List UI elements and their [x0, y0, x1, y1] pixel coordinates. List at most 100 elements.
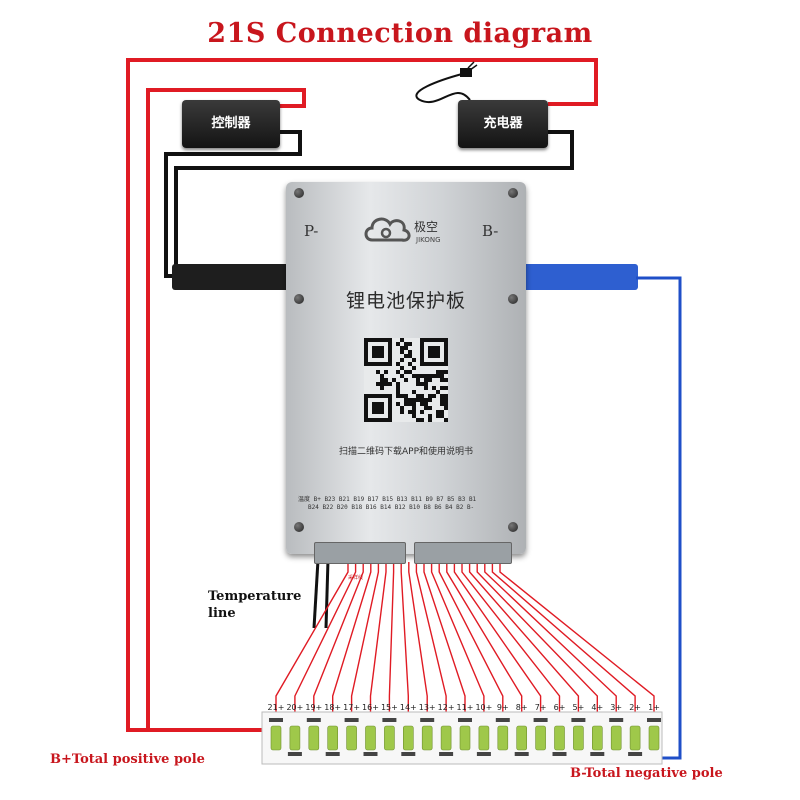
battery-cell: [478, 725, 490, 751]
p-minus-label: P-: [304, 222, 319, 240]
balance-connector-right: [414, 542, 512, 564]
busbar: [552, 752, 567, 756]
cell-label: 17+: [343, 703, 361, 712]
busbar: [401, 752, 416, 756]
cell-label: 19+: [305, 703, 323, 712]
battery-cell: [365, 725, 376, 751]
battery-cell: [384, 725, 395, 751]
sampling-wire: [415, 562, 447, 718]
busbar: [344, 718, 359, 722]
sampling-wire: [438, 562, 504, 718]
cell-label: 21+: [267, 703, 285, 712]
outer-red-wire: [126, 58, 598, 732]
cell-label: 11+: [456, 703, 474, 712]
busbar: [287, 752, 302, 756]
charger-plug: [460, 68, 472, 77]
temperature-line-label: Temperature line: [208, 589, 302, 621]
charger-label: 充电器: [483, 116, 523, 131]
busbar: [609, 718, 624, 722]
busbar: [590, 752, 605, 756]
battery-cell: [516, 725, 528, 751]
sampling-wire: [294, 562, 357, 718]
charger-black-wire: [174, 130, 574, 276]
sampling-wire: [388, 562, 395, 718]
battery-cell: [497, 725, 509, 751]
sampling-wire: [468, 562, 580, 718]
qr-code-icon: [364, 338, 448, 422]
busbar: [363, 752, 378, 756]
pin-labels-row-2: B24 B22 B20 B18 B16 B14 B12 B10 B8 B6 B4…: [308, 504, 475, 511]
cell-label: 5+: [572, 703, 585, 712]
busbar: [628, 752, 643, 756]
sample-wires: [275, 562, 655, 718]
busbar: [495, 718, 510, 722]
busbar: [382, 718, 397, 722]
cell-label: 8+: [515, 703, 528, 712]
sampling-wire: [400, 562, 409, 718]
sampling-wire: [369, 562, 387, 718]
sampling-wire: [313, 562, 364, 718]
battery-cell: [402, 725, 414, 751]
busbar: [269, 718, 283, 722]
battery-cell: [610, 725, 622, 751]
battery-cell: [554, 725, 565, 751]
screw-icon: [508, 522, 518, 532]
battery-cells: [269, 718, 661, 756]
cell-labels: 21+20+19+18+17+16+15+14+13+12+11+10+9+8+…: [268, 703, 668, 717]
busbar: [306, 718, 321, 722]
battery-cell: [308, 725, 320, 751]
sampling-wire: [350, 562, 380, 718]
battery-cell: [573, 725, 584, 751]
sampling-wire: [430, 562, 485, 718]
busbar: [533, 718, 548, 722]
cell-label: 4+: [591, 703, 604, 712]
controller-black-wire: [164, 130, 302, 278]
p-minus-cable: [172, 264, 290, 290]
busbar: [647, 718, 661, 722]
battery-cell: [327, 725, 339, 751]
sampling-wire: [423, 562, 466, 718]
negative-pole-label: B-Total negative pole: [570, 766, 723, 781]
busbar: [514, 752, 529, 756]
battery-cell: [629, 725, 641, 751]
busbar: [325, 752, 340, 756]
cell-label: 1+: [648, 703, 660, 712]
screw-icon: [508, 188, 518, 198]
cell-label: 7+: [534, 703, 547, 712]
scan-instruction: 扫描二维码下载APP和使用说明书: [338, 447, 473, 457]
screw-icon: [294, 522, 304, 532]
screw-icon: [294, 294, 304, 304]
pin-labels-row-1: 温度 B+ B23 B21 B19 B17 B15 B13 B11 B9 B7 …: [298, 496, 477, 503]
cell-label: 6+: [553, 703, 566, 712]
sampling-wire: [453, 562, 542, 718]
sampling-wire: [484, 562, 617, 718]
battery-cell: [289, 725, 301, 751]
cell-label: 14+: [399, 703, 417, 712]
cell-label: 2+: [629, 703, 641, 712]
b-minus-label: B-: [482, 222, 499, 240]
busbar: [571, 718, 586, 722]
logo-brand: JIKONG: [416, 236, 441, 244]
sampling-wire: [408, 562, 428, 718]
busbar: [476, 752, 491, 756]
cell-label: 13+: [418, 703, 436, 712]
battery-cell: [535, 725, 546, 751]
cell-label: 10+: [475, 703, 493, 712]
sampling-wire: [461, 562, 561, 718]
cloud-logo-icon: [364, 217, 411, 242]
battery-cell: [459, 725, 471, 751]
sampling-tag: 采样线: [348, 575, 364, 581]
battery-cell: [440, 725, 452, 751]
busbar: [420, 718, 435, 722]
b-minus-cable: [522, 264, 638, 290]
temperature-line-1: [312, 559, 320, 629]
cell-label: 16+: [362, 703, 379, 712]
cell-label: 18+: [324, 703, 342, 712]
busbar: [439, 752, 454, 756]
controller-box: 控制器: [182, 100, 280, 148]
battery-cell: [270, 725, 282, 751]
battery-cell: [346, 725, 357, 751]
screw-icon: [508, 294, 518, 304]
sampling-wire: [476, 562, 598, 718]
